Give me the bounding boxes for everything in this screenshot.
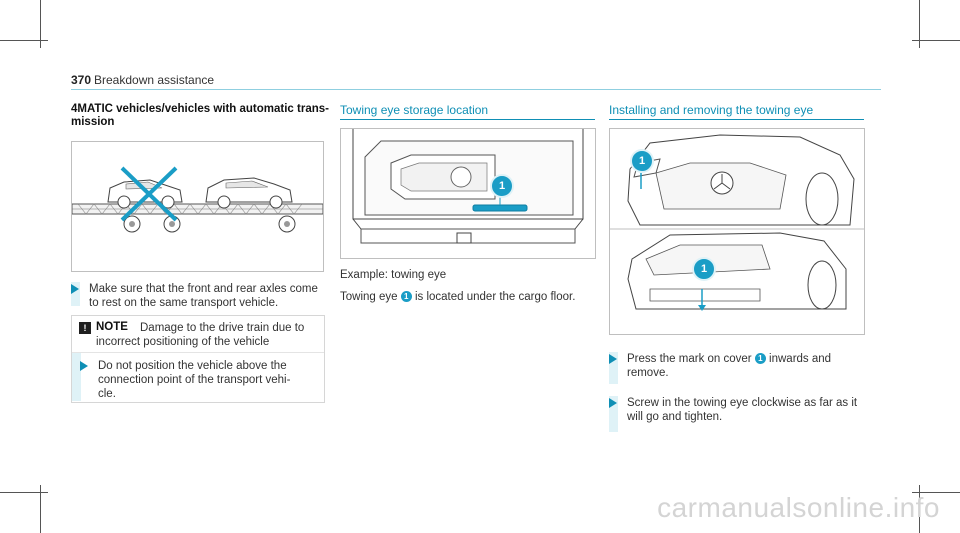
note-box: ! Damage to the drive train due to incor… — [71, 315, 325, 403]
example-caption: Example: towing eye — [340, 269, 447, 281]
note-line: incorrect positioning of the vehicle — [96, 336, 270, 348]
step-bar — [71, 282, 80, 306]
header-rule — [71, 89, 881, 90]
note-title: NOTE — [96, 321, 128, 333]
step-arrow-icon — [609, 354, 617, 364]
step-arrow-icon — [609, 398, 617, 408]
note-text: Damage to the drive train due to incorre… — [96, 321, 318, 349]
step-bar — [72, 353, 81, 401]
heading-underline — [340, 119, 595, 120]
page-number: 370 — [71, 73, 92, 87]
text-span: Towing eye — [340, 291, 398, 303]
crop-mark — [919, 485, 920, 533]
step-arrow-icon — [80, 361, 88, 371]
warning-icon: ! — [79, 322, 91, 334]
towing-eye-location-text: Towing eye 1 is located under the cargo … — [340, 291, 575, 303]
step-text: remove. — [627, 367, 669, 379]
step-text: inwards and — [769, 353, 832, 365]
heading-storage-location: Towing eye storage location — [340, 103, 489, 117]
step-text: cle. — [98, 388, 116, 400]
step-arrow-icon — [71, 284, 79, 294]
crop-mark — [912, 40, 960, 41]
callout-badge: 1 — [400, 291, 412, 303]
vehicle-front-rear-illustration: 1 1 — [609, 128, 865, 335]
heading-line: mission — [71, 116, 115, 128]
step-bar — [609, 352, 618, 384]
crop-mark — [40, 485, 41, 533]
step-text: to rest on the same transport vehicle. — [89, 297, 279, 309]
note-line: Damage to the drive train due to — [140, 322, 305, 334]
transport-illustration-svg — [72, 166, 323, 233]
text-span: is located under the cargo floor. — [414, 291, 576, 303]
watermark: carmanualsonline.info — [657, 492, 940, 523]
heading-underline — [609, 119, 864, 120]
note-divider — [72, 352, 324, 353]
callout-1: 1 — [490, 174, 514, 198]
heading-4matic: 4MATIC vehicles/vehicles with automatic … — [71, 103, 331, 129]
crop-mark — [919, 0, 920, 48]
step-text: Press the mark on cover — [627, 353, 752, 365]
step-bar — [609, 396, 618, 432]
crop-mark — [912, 492, 960, 493]
transport-vehicle-illustration — [71, 141, 324, 272]
crop-mark — [0, 492, 48, 493]
callout-badge: 1 — [754, 353, 766, 365]
cargo-illustration-svg — [352, 129, 584, 244]
step-text: will go and tighten. — [627, 411, 723, 423]
heading-line: 4MATIC vehicles/vehicles with automatic … — [71, 103, 329, 115]
step-text: Make sure that the front and rear axles … — [89, 283, 318, 295]
step-text: Screw in the towing eye clockwise as far… — [627, 397, 858, 409]
step-text: connection point of the transport vehi- — [98, 374, 291, 386]
heading-install-remove: Installing and removing the towing eye — [609, 103, 814, 117]
cargo-floor-illustration: 1 — [340, 128, 596, 259]
callout-1-rear: 1 — [692, 257, 716, 281]
step-text: Do not position the vehicle above the — [98, 360, 287, 372]
crop-mark — [0, 40, 48, 41]
crop-mark — [40, 0, 41, 48]
section-title: Breakdown assistance — [94, 73, 215, 87]
callout-1-front: 1 — [630, 149, 654, 173]
